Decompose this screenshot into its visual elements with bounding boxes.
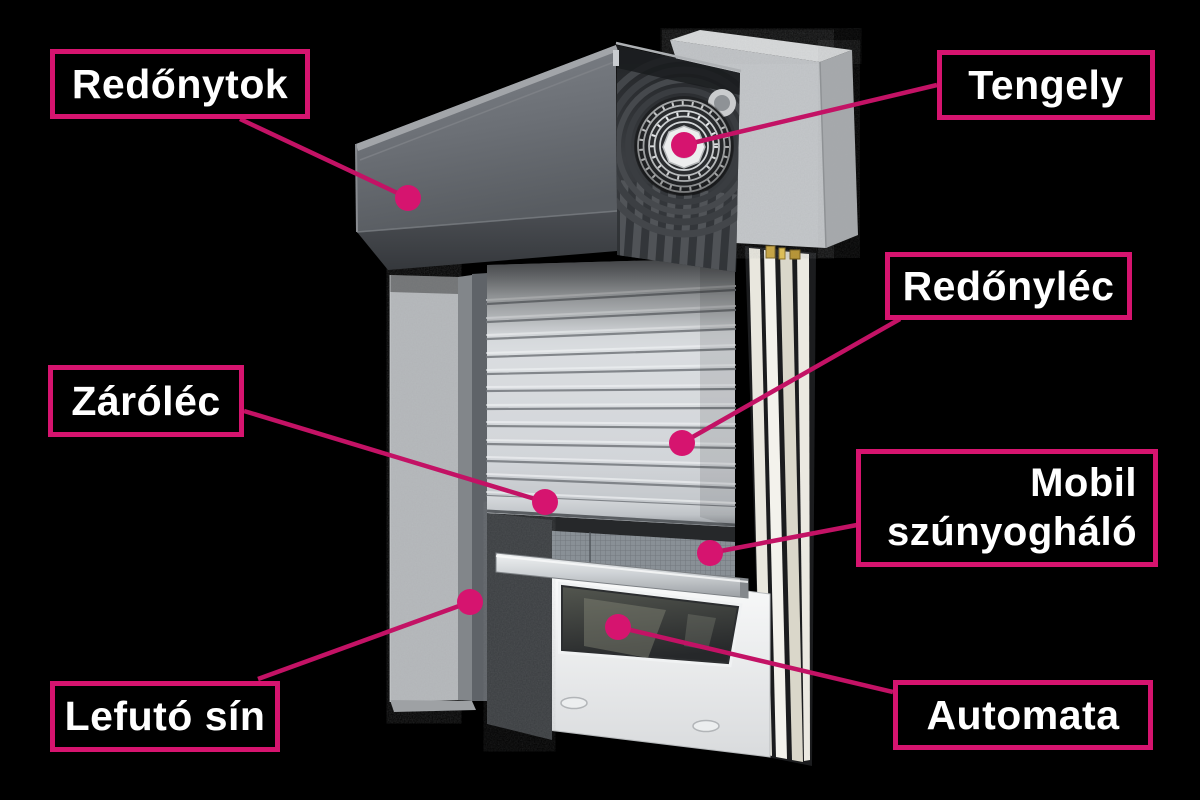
window-cap-left [560,696,588,710]
connector-dot-redonytok [395,185,421,211]
label-redonytok: Redőnytok [50,49,310,119]
wall-column [389,275,476,712]
shutter-box-front [356,45,617,232]
profile-seal-caps [765,245,801,260]
label-tengely: Tengely [937,50,1155,120]
box-clip [613,50,619,66]
connector-line-redonylec [680,317,902,445]
label-zarolec: Záróléc [48,365,244,437]
label-text-line1: Mobil [1030,461,1137,506]
connectors [239,82,938,695]
label-text: Redőnyléc [902,262,1115,309]
label-text-line2: szúnyogháló [887,510,1137,554]
connector-dot-szunyoghalo [697,540,723,566]
connector-dot-zarolec [532,489,558,515]
connector-dot-automata [605,614,631,640]
connector-line-szunyoghalo [709,522,858,556]
label-redonylec: Redőnyléc [885,252,1132,320]
connector-dots [395,132,723,640]
label-text: Lefutó sín [64,693,266,740]
label-text: Automata [926,691,1120,738]
window-reveal [487,513,552,740]
label-automata: Automata [893,680,1153,750]
label-mobil-szunyoghalo: Mobil szúnyogháló [856,449,1158,567]
connector-dot-redonylec [669,430,695,456]
connector-dot-lefuto-sin [457,589,483,615]
net-pull-bar [495,552,749,599]
box-roof-edge [615,41,742,73]
connector-dot-tengely [671,132,697,158]
label-text: Tengely [968,61,1124,108]
connector-line-lefuto-sin [257,599,471,682]
window-cap-right [692,719,720,733]
shutter-box-soffit [357,211,617,270]
connector-line-automata [617,624,894,695]
connector-line-tengely [683,82,938,148]
label-text: Záróléc [71,377,221,424]
shutter-curtain [485,258,737,527]
connector-line-zarolec [243,408,546,505]
label-text: Redőnytok [71,60,289,107]
connector-line-redonytok [239,116,409,201]
label-lefuto-sin: Lefutó sín [50,681,280,752]
